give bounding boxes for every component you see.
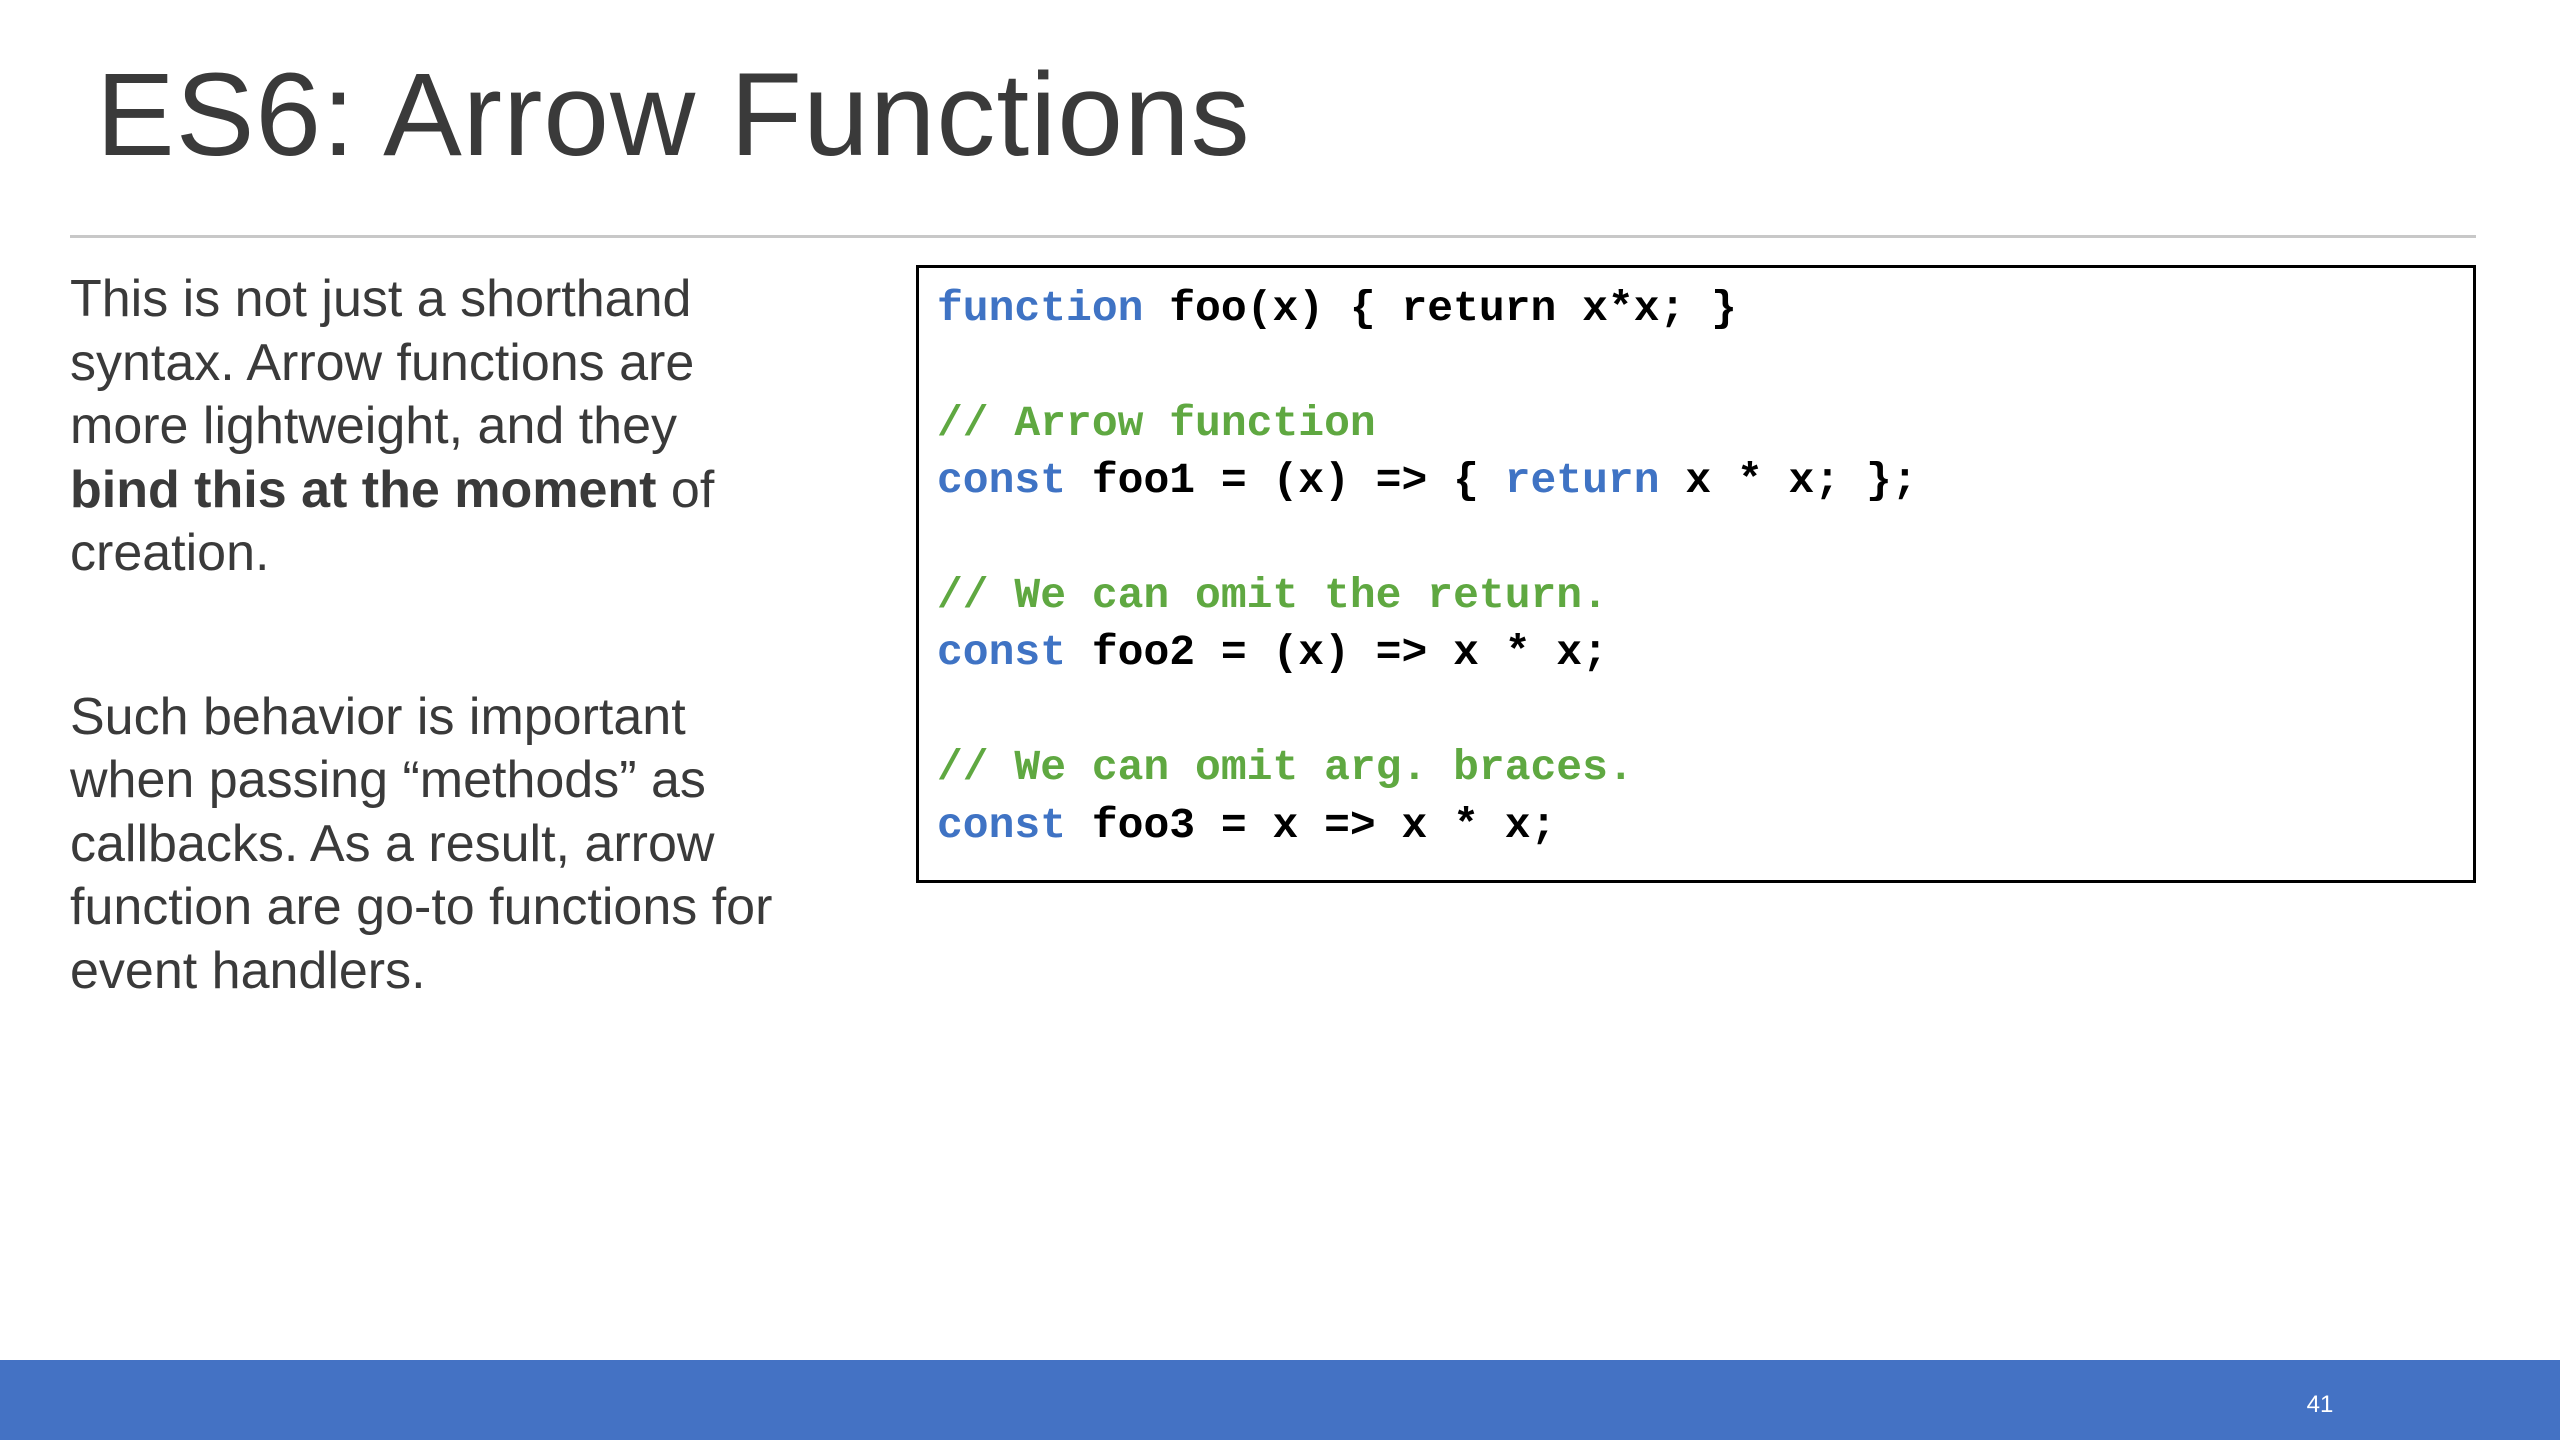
- page-number: 41: [2306, 1391, 2334, 1418]
- code-text: foo2 = (x) => x * x;: [1066, 628, 1608, 678]
- code-text: foo3 = x => x * x;: [1066, 800, 1557, 850]
- footer-bar: [0, 1360, 2560, 1440]
- body-paragraph-2: Such behavior is important when passing …: [70, 687, 773, 1000]
- slide-title: ES6: Arrow Functions: [96, 49, 1251, 181]
- code-comment: // Arrow function: [937, 398, 1376, 448]
- code-block: function foo(x) { return x*x; } // Arrow…: [916, 265, 2476, 883]
- code-line-blank: [937, 337, 2473, 394]
- code-comment: // We can omit the return.: [937, 570, 1608, 620]
- code-line-6: // We can omit arg. braces.: [937, 739, 2473, 796]
- code-line-blank: [937, 510, 2473, 567]
- body-p1-after: of creation.: [70, 460, 715, 583]
- body-text: This is not just a shorthand syntax. Arr…: [70, 268, 790, 1003]
- code-line-7: const foo3 = x => x * x;: [937, 797, 2473, 854]
- code-text: x * x; };: [1659, 456, 1918, 506]
- body-p1-before: This is not just a shorthand syntax. Arr…: [70, 270, 695, 455]
- code-line-2: // Arrow function: [937, 395, 2473, 452]
- code-keyword: const: [937, 800, 1067, 850]
- code-line-4: // We can omit the return.: [937, 567, 2473, 624]
- body-paragraph-1: This is not just a shorthand syntax. Arr…: [70, 268, 790, 586]
- code-line-blank: [937, 682, 2473, 739]
- code-comment: // We can omit arg. braces.: [937, 743, 1634, 793]
- code-keyword: const: [937, 456, 1067, 506]
- body-p1-bold: bind this at the moment: [70, 460, 657, 519]
- code-text: foo(x) { return x*x; }: [1143, 284, 1737, 333]
- code-text: foo1 = (x) => {: [1066, 456, 1505, 506]
- title-divider: [70, 235, 2476, 238]
- code-keyword: const: [937, 628, 1067, 678]
- code-line-1: function foo(x) { return x*x; }: [937, 280, 2473, 337]
- code-line-5: const foo2 = (x) => x * x;: [937, 624, 2473, 681]
- code-keyword: function: [937, 284, 1144, 333]
- code-line-3: const foo1 = (x) => { return x * x; };: [937, 452, 2473, 509]
- code-keyword: return: [1504, 456, 1660, 506]
